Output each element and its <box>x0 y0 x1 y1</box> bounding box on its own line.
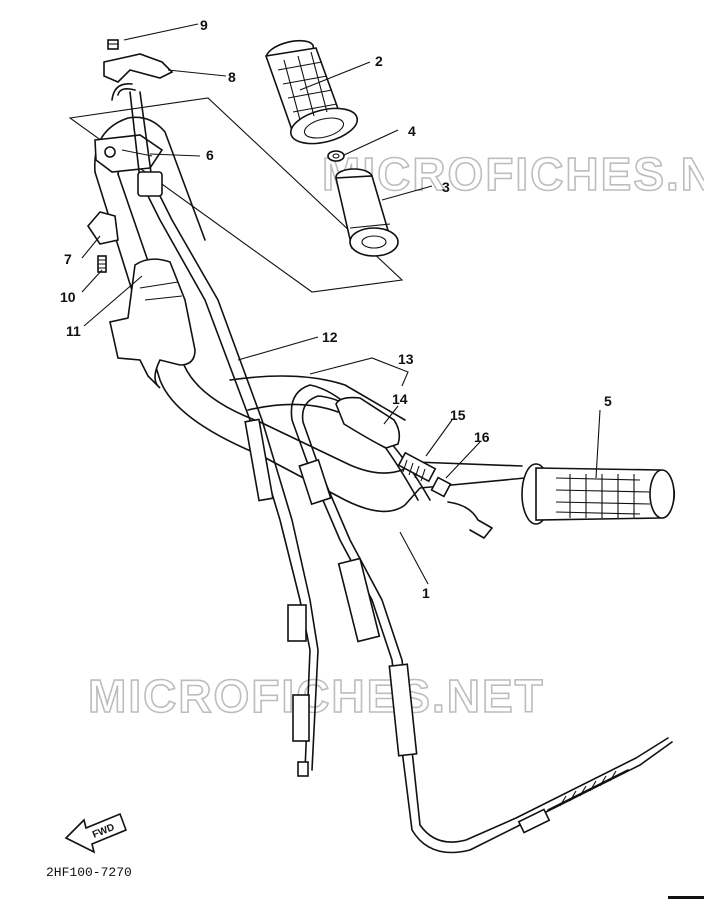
callout-4[interactable]: 4 <box>408 123 416 139</box>
callout-7[interactable]: 7 <box>64 251 72 267</box>
callout-9[interactable]: 9 <box>200 17 208 33</box>
right-grip[interactable] <box>521 463 676 525</box>
holder-bolt[interactable] <box>97 255 107 273</box>
fwd-direction-arrow: FWD <box>64 812 128 854</box>
throttle-tube[interactable] <box>335 168 399 257</box>
callout-6[interactable]: 6 <box>206 147 214 163</box>
throttle-collar[interactable] <box>327 150 345 162</box>
lever-holder-cap[interactable] <box>86 211 119 245</box>
cable-cover[interactable] <box>335 396 401 449</box>
callouts: 1 2 3 4 5 6 7 8 9 10 11 12 13 14 15 16 <box>60 17 612 601</box>
subassembly-frame <box>68 97 404 293</box>
adjuster[interactable] <box>397 451 437 483</box>
callout-1[interactable]: 1 <box>422 585 430 601</box>
callout-3[interactable]: 3 <box>442 179 450 195</box>
clutch-cable-assembly[interactable] <box>290 384 673 854</box>
lock-nut[interactable] <box>430 476 452 498</box>
cap-screw[interactable] <box>107 39 119 50</box>
callout-5[interactable]: 5 <box>604 393 612 409</box>
callout-10[interactable]: 10 <box>60 289 76 305</box>
diagram-code: 2HF100-7270 <box>46 865 132 880</box>
throttle-grip[interactable] <box>264 36 361 149</box>
callout-13[interactable]: 13 <box>398 351 414 367</box>
throttle-cable[interactable] <box>111 83 319 777</box>
callout-15[interactable]: 15 <box>450 407 466 423</box>
clutch-lever-mount <box>447 501 493 539</box>
callout-8[interactable]: 8 <box>228 69 236 85</box>
handlebar-holder[interactable] <box>109 258 196 389</box>
watermark-top: MICROFICHES.NET <box>322 148 704 200</box>
callout-14[interactable]: 14 <box>392 391 408 407</box>
callout-16[interactable]: 16 <box>474 429 490 445</box>
throttle-housing[interactable] <box>94 134 164 173</box>
callout-12[interactable]: 12 <box>322 329 338 345</box>
callout-2[interactable]: 2 <box>375 53 383 69</box>
edge-mark <box>668 896 704 899</box>
housing-cap[interactable] <box>103 53 174 83</box>
callout-11[interactable]: 11 <box>66 323 81 339</box>
leader-lines <box>81 23 601 585</box>
